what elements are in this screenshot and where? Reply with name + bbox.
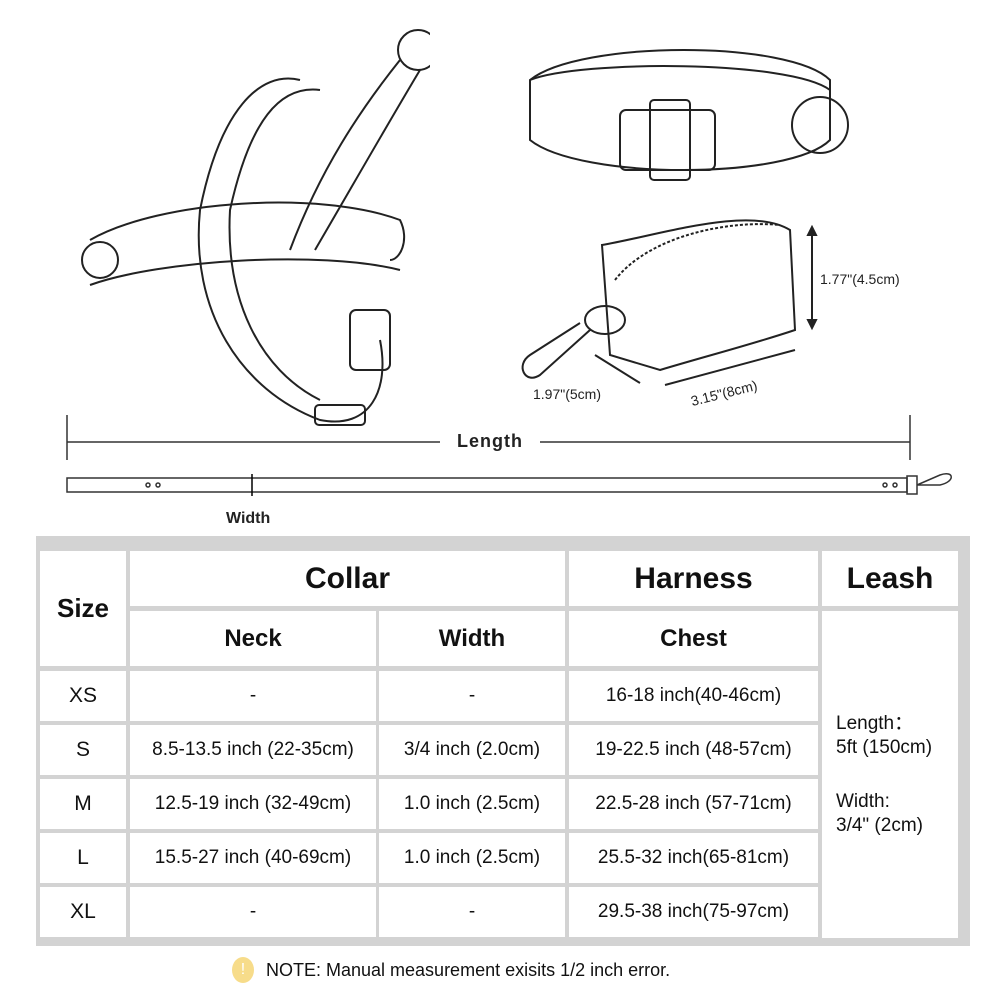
size-chart-table: Size Collar Harness Leash Neck Width Che… xyxy=(36,536,970,946)
leash-spec-width-value: 3/4" (2cm) xyxy=(836,814,923,836)
leash-spec-length-value: 5ft (150cm) xyxy=(836,736,933,758)
chest-cell: 29.5-38 inch(75-97cm) xyxy=(569,887,818,937)
note-text: NOTE: Manual measurement exisits 1/2 inc… xyxy=(266,959,671,980)
width-cell: 1.0 inch (2.5cm) xyxy=(379,833,565,883)
chest-cell: 19-22.5 inch (48-57cm) xyxy=(569,725,818,775)
warning-icon: ! xyxy=(232,957,254,983)
pouch-drawing xyxy=(521,219,797,379)
pouch-height-label: 1.77"(4.5cm) xyxy=(820,271,900,287)
size-cell: L xyxy=(40,833,126,883)
leash-length-label: Length xyxy=(457,431,523,451)
harness-header: Harness xyxy=(569,551,818,606)
neck-cell: 15.5-27 inch (40-69cm) xyxy=(130,833,376,883)
neck-cell: 8.5-13.5 inch (22-35cm) xyxy=(130,725,376,775)
pouch-depth-label: 1.97"(5cm) xyxy=(533,386,601,402)
size-cell: S xyxy=(40,725,126,775)
leash-drawing xyxy=(66,415,952,496)
leash-spec-cell: Length： 5ft (150cm) Width: 3/4" (2cm) xyxy=(822,611,958,938)
width-header: Width xyxy=(379,611,565,666)
neck-header: Neck xyxy=(130,611,376,666)
chest-header: Chest xyxy=(569,611,818,666)
measurement-note: ! NOTE: Manual measurement exisits 1/2 i… xyxy=(232,957,670,983)
width-cell: - xyxy=(379,671,565,721)
leash-spec-width-label: Width: xyxy=(836,790,890,812)
size-cell: M xyxy=(40,779,126,829)
leash-header: Leash xyxy=(822,551,958,606)
neck-cell: 12.5-19 inch (32-49cm) xyxy=(130,779,376,829)
neck-cell: - xyxy=(130,887,376,937)
neck-cell: - xyxy=(130,671,376,721)
chest-cell: 25.5-32 inch(65-81cm) xyxy=(569,833,818,883)
width-cell: 3/4 inch (2.0cm) xyxy=(379,725,565,775)
chest-cell: 16-18 inch(40-46cm) xyxy=(569,671,818,721)
leash-spec-length-label: Length： xyxy=(836,712,914,734)
leash-width-label: Width xyxy=(226,510,271,527)
width-cell: 1.0 inch (2.5cm) xyxy=(379,779,565,829)
harness-drawing xyxy=(81,29,430,426)
size-cell: XL xyxy=(40,887,126,937)
size-cell: XS xyxy=(40,671,126,721)
pouch-dimension-arrows xyxy=(594,225,818,386)
collar-drawing xyxy=(529,49,849,181)
collar-header: Collar xyxy=(130,551,565,606)
size-header: Size xyxy=(40,551,126,666)
chest-cell: 22.5-28 inch (57-71cm) xyxy=(569,779,818,829)
width-cell: - xyxy=(379,887,565,937)
